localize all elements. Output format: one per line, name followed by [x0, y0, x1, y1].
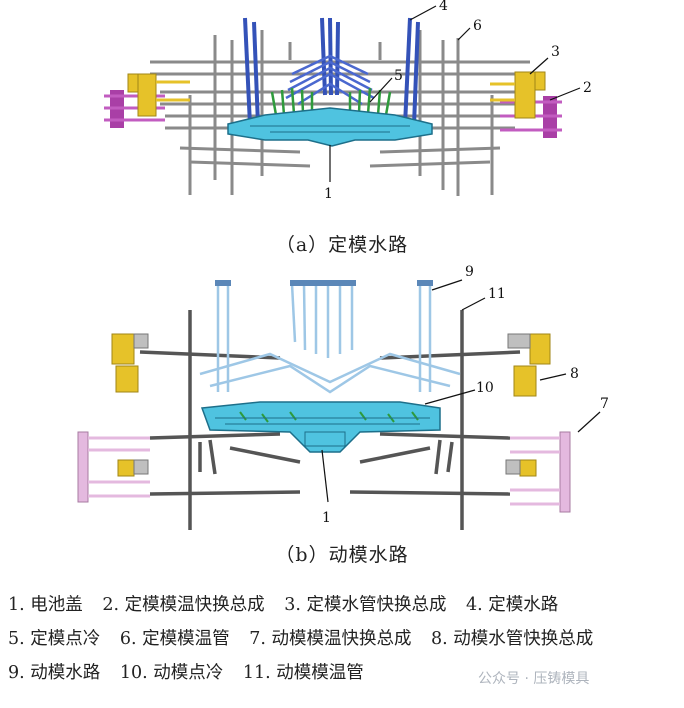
legend-item: 9. 动模水路: [8, 663, 101, 683]
callout-2: 2: [583, 80, 592, 96]
callout-9: 9: [465, 264, 474, 280]
legend-item: 2. 定模模温快换总成: [102, 595, 265, 615]
legend-item: 3. 定模水管快换总成: [284, 595, 447, 615]
legend-item: 8. 动模水管快换总成: [431, 629, 594, 649]
callout-11: 11: [488, 286, 506, 302]
moving-mold-left-connectors: [77, 333, 150, 503]
figure-b-moving-mold-waterway: 1 7 8 9 10 11: [77, 264, 609, 530]
fixed-mold-right-manifold: [490, 71, 562, 138]
moving-mold-right-connectors: [505, 333, 571, 513]
callout-6: 6: [473, 18, 482, 34]
caption-figure-a: （a）定模水路: [275, 234, 409, 256]
callout-4: 4: [439, 0, 448, 14]
component-legend: 1. 电池盖 2. 定模模温快换总成 3. 定模水管快换总成 4. 定模水路 5…: [8, 588, 680, 690]
callout-1b: 1: [322, 510, 331, 526]
battery-cover-moving-detail: [215, 417, 430, 447]
battery-cover-fixed-view: [227, 107, 433, 147]
fixed-mold-spot-cooling: [270, 87, 392, 116]
figure-b-callouts: [321, 279, 601, 503]
callout-5: 5: [394, 68, 403, 84]
legend-item: 1. 电池盖: [8, 595, 83, 615]
moving-mold-temp-pipes: [139, 310, 521, 530]
fixed-mold-water-manifold-lattice: [285, 54, 375, 106]
battery-cover-fixed-detail: [250, 125, 410, 133]
figure-a-fixed-mold-waterway: 1 2 3 4 5 6: [104, 0, 592, 202]
callout-1a: 1: [324, 186, 333, 202]
callout-3: 3: [551, 44, 560, 60]
figure-a-callouts: [329, 5, 581, 182]
legend-item: 5. 定模点冷: [8, 629, 101, 649]
fixed-mold-left-manifold: [104, 73, 190, 128]
legend-item: 4. 定模水路: [466, 595, 559, 615]
legend-item: 10. 动模点冷: [119, 663, 224, 683]
callout-8: 8: [570, 366, 579, 382]
legend-item: 6. 定模模温管: [119, 629, 230, 649]
moving-mold-water-pipes: [199, 283, 461, 394]
caption-figure-b: （b）动模水路: [275, 544, 409, 566]
legend-item: 7. 动模模温快换总成: [249, 629, 412, 649]
battery-cover-moving-view: [200, 401, 441, 453]
fixed-mold-water-pipes: [243, 17, 420, 126]
watermark: 公众号 · 压铸模具: [478, 671, 590, 687]
moving-mold-water-pipe-caps: [215, 280, 433, 286]
callout-7: 7: [600, 396, 609, 412]
callout-10: 10: [476, 380, 494, 396]
legend-item: 11. 动模模温管: [242, 663, 364, 683]
